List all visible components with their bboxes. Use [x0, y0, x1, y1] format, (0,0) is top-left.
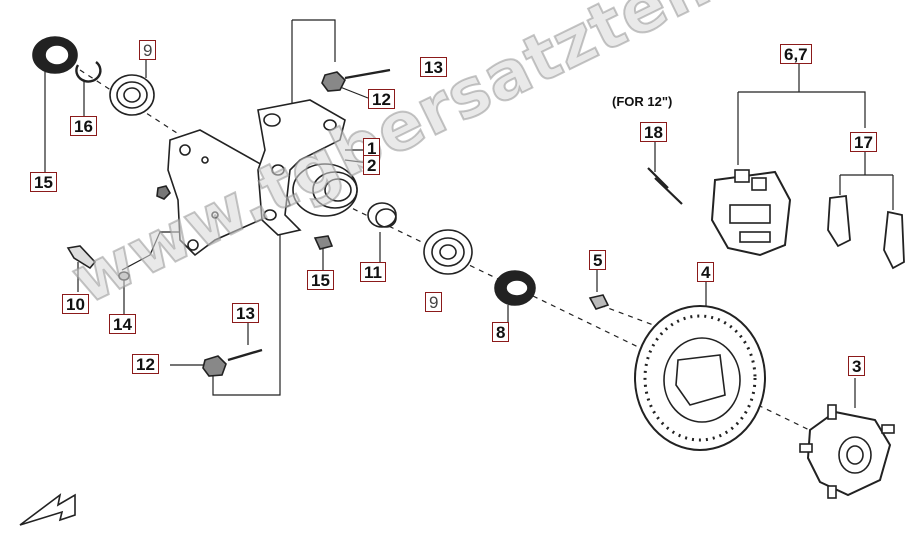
callout-8: 8 [492, 322, 510, 342]
callout-10: 10 [62, 294, 89, 314]
nut-and-bolt-lower [202, 348, 263, 377]
callout-9-upper: 9 [139, 40, 157, 60]
bleeder-screw [66, 245, 130, 281]
brake-disc-part-4 [634, 305, 766, 451]
callout-3: 3 [848, 356, 866, 376]
callout-1: 1 [363, 138, 381, 158]
bearing-part-9-upper [109, 74, 155, 116]
nut-and-bolt-upper [321, 68, 391, 92]
spacer-part-11 [367, 202, 397, 228]
callout-6-7: 6,7 [780, 44, 812, 64]
brake-bracket [167, 129, 291, 257]
wheel-hub-part-3 [799, 404, 895, 499]
callout-15-lower: 15 [307, 270, 334, 290]
oil-seal-part-8 [494, 270, 536, 306]
callout-9-lower: 9 [425, 292, 443, 312]
circlip-part-16 [75, 61, 102, 83]
callout-15: 15 [30, 172, 57, 192]
callout-16: 16 [70, 116, 97, 136]
callout-13-upper: 13 [420, 57, 447, 77]
callout-12-upper: 12 [368, 89, 395, 109]
bolt-part-15 [313, 235, 334, 250]
callout-18: 18 [640, 122, 667, 142]
callout-13-lower: 13 [232, 303, 259, 323]
nut-small [156, 185, 171, 200]
steering-knuckle [257, 99, 358, 236]
oil-seal-part-15 [32, 36, 78, 74]
callout-5: 5 [589, 250, 607, 270]
brake-caliper-part-6-7 [710, 169, 792, 257]
callout-11: 11 [360, 262, 386, 282]
size-note: (FOR 12") [612, 94, 673, 109]
callout-2: 2 [363, 155, 381, 175]
callout-14: 14 [109, 314, 136, 334]
disc-bolt-part-5 [588, 294, 610, 310]
callout-4: 4 [697, 262, 715, 282]
caliper-pins-part-18 [647, 167, 683, 205]
front-direction-arrow [19, 493, 76, 526]
callout-12-lower: 12 [132, 354, 159, 374]
brake-pads-part-17 [827, 194, 905, 270]
callout-17: 17 [850, 132, 877, 152]
bearing-part-9-lower [423, 229, 473, 275]
